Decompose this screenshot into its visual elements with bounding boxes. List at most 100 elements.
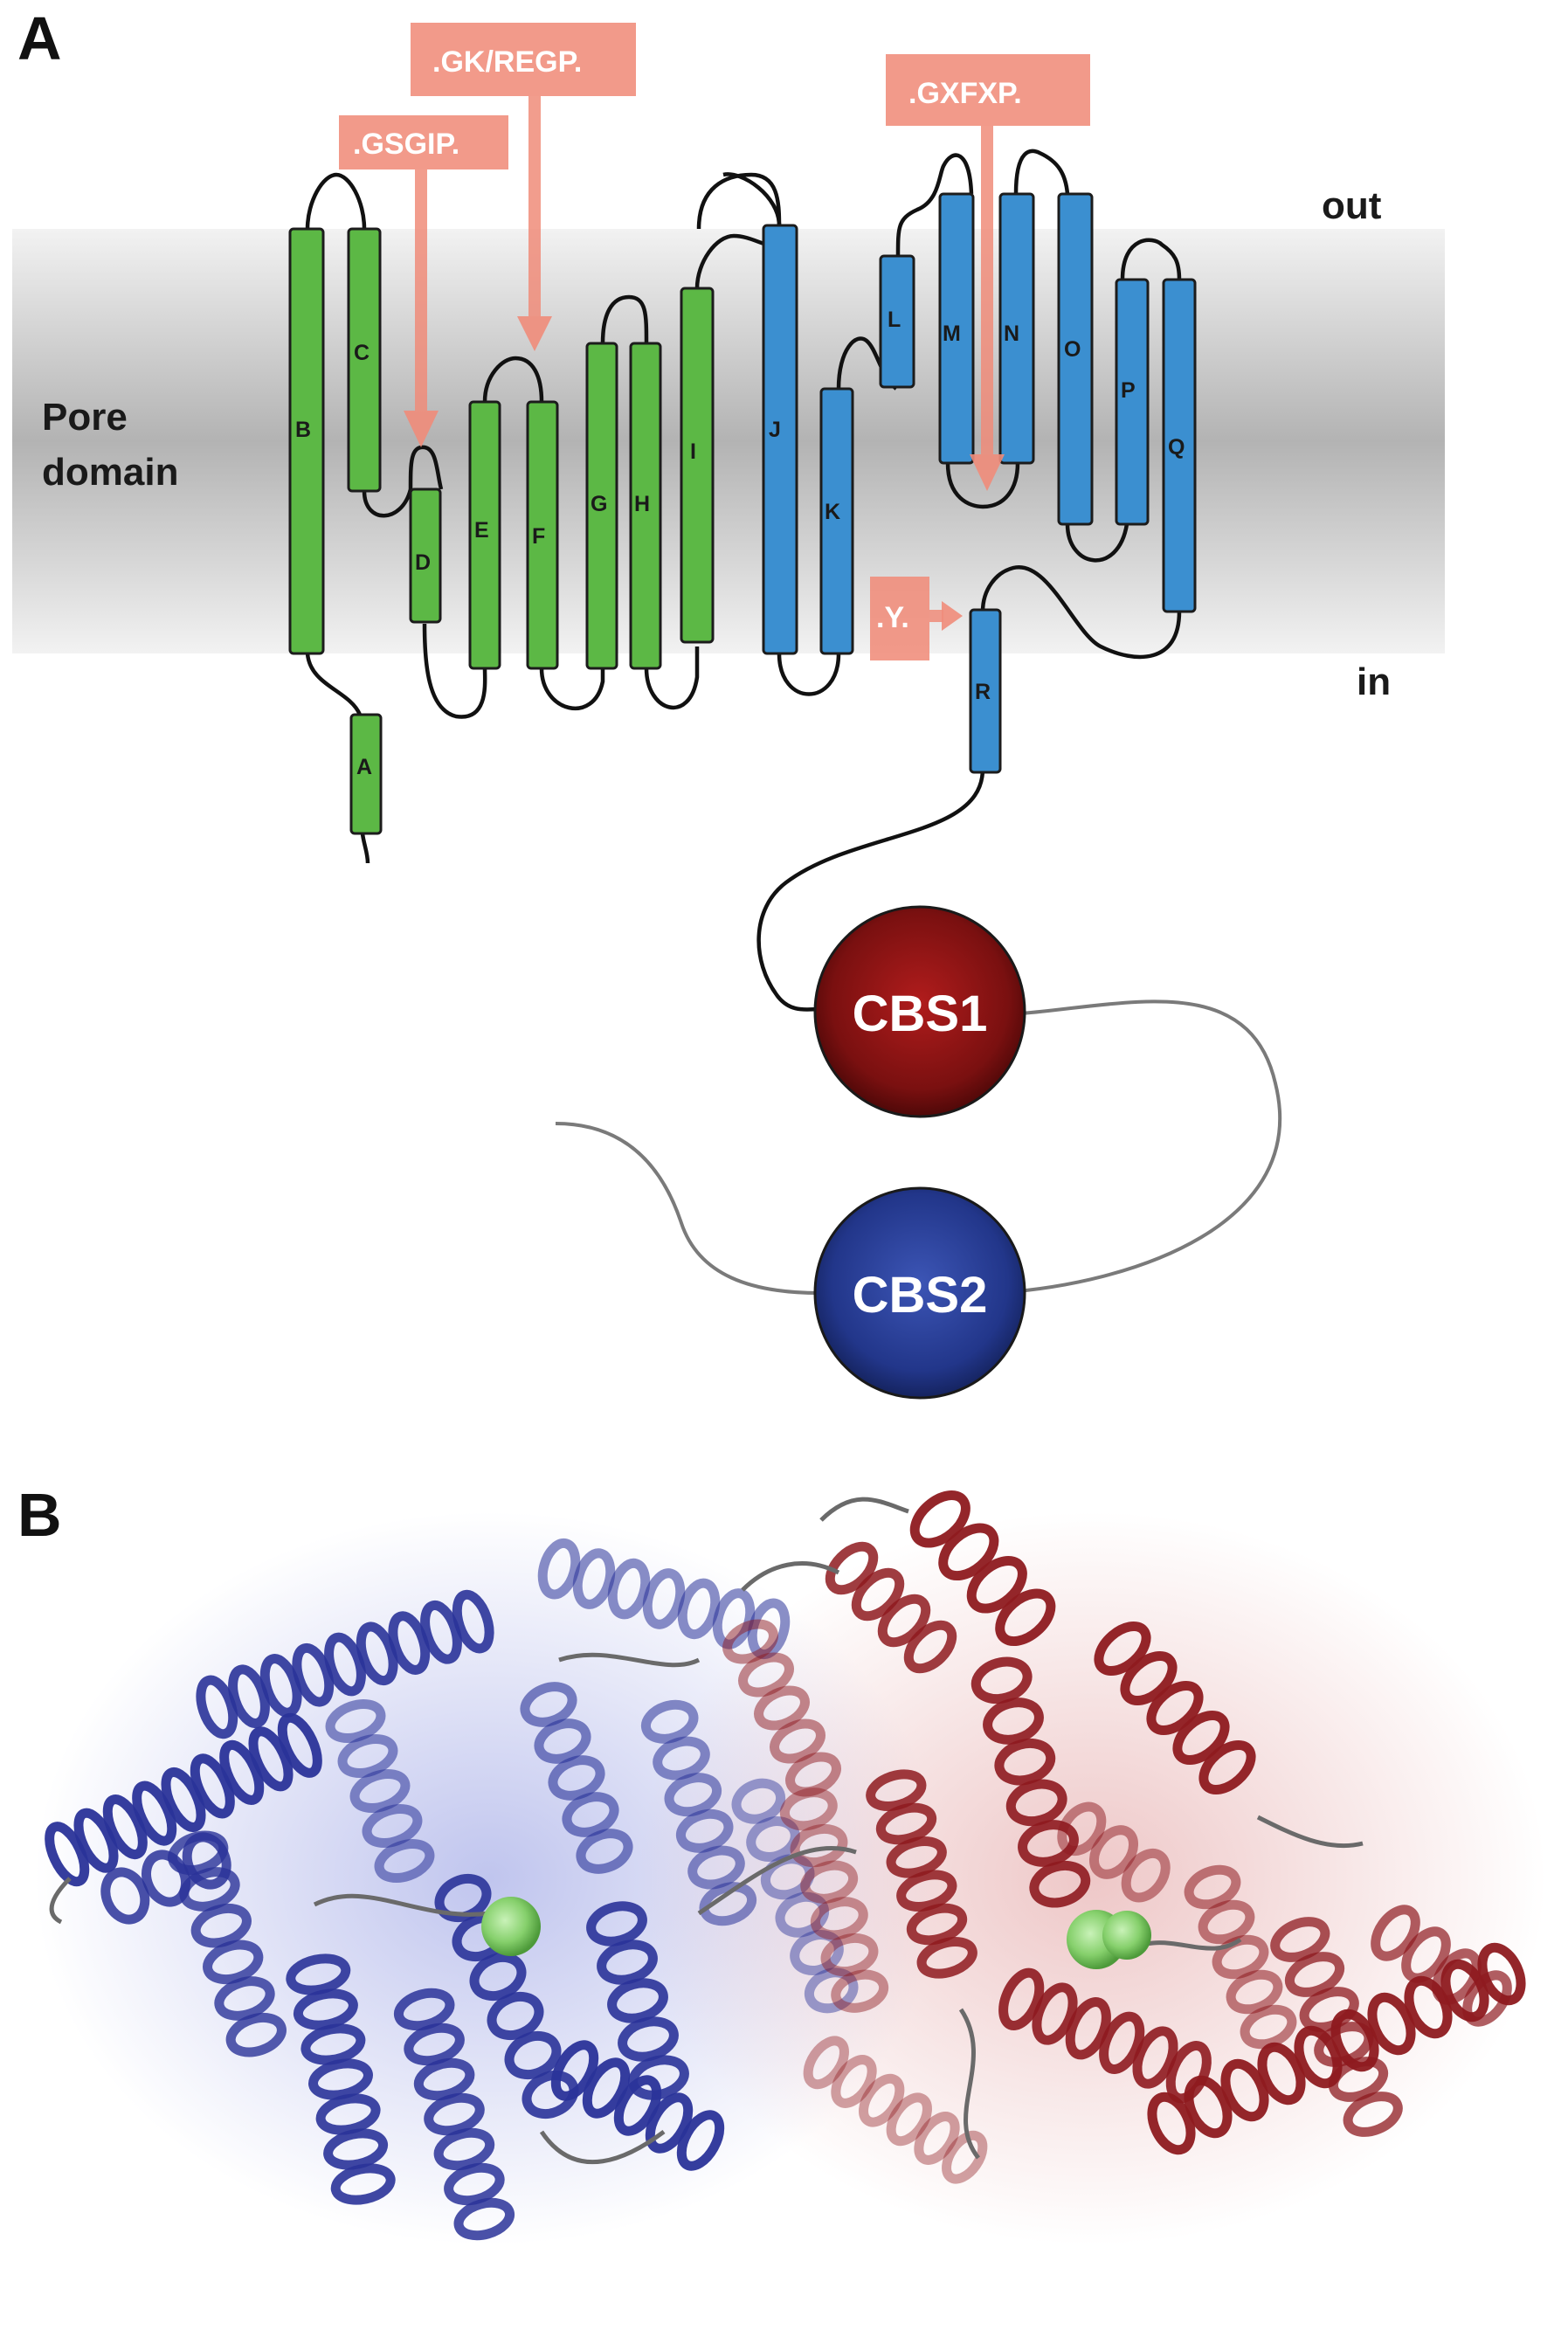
helix-turn [424,2092,485,2136]
helix-turn [754,1685,810,1731]
motif-gsgip: .GSGIP. [339,115,508,447]
svg-text:L: L [888,308,901,332]
helix-turn [866,1769,927,1811]
helix-turn [1184,1864,1241,1910]
helix-turn [374,1838,435,1884]
helix-turn [642,1568,686,1629]
helix-turn [785,1752,841,1797]
helix-turn [550,2040,599,2101]
helix-turn [909,1490,971,1548]
helix-turn [994,1738,1056,1786]
helix-turn [677,1578,721,1640]
loop-segment [1256,1815,1364,1849]
helix-M: M [938,192,975,465]
helix-turn [966,1556,1027,1614]
helix-turn [1462,1970,1512,2027]
helix-turn [362,1803,423,1849]
helix-turn [1284,1952,1345,1997]
loop-segment [819,1497,909,1522]
loop-segment [558,1652,701,1668]
helix-turn [190,1903,252,1948]
helix-turn [775,1891,830,1938]
helix-turn [203,1940,264,1985]
helix-turn [1401,1926,1451,1983]
loop-segment [49,1877,72,1925]
loop-segment [539,2129,666,2165]
helix-turn [597,1940,658,1985]
helix-turn [1121,1848,1171,1903]
helix-turn [1032,1982,1078,2045]
helix-turn [1184,2075,1233,2139]
helix-C: C [347,227,382,493]
helix-turn [676,2110,725,2171]
protein-structure [35,1490,1546,2245]
helix-N: N [998,192,1035,465]
helix-turn [875,1802,937,1845]
helix-turn [349,1768,411,1814]
helix-turn [906,1903,968,1946]
helix-turn [1005,1779,1067,1827]
helix-turn [1220,2058,1269,2122]
helix-turn [452,1589,494,1654]
helix-turn [1367,1992,1416,2056]
helix-turn [628,2055,689,2100]
subunit-red-helices [722,1490,1526,2184]
helix-turn [469,1952,527,2002]
helix-turn [903,1620,957,1674]
helix-turn [687,1845,745,1890]
helix-turn [1198,1739,1256,1795]
helix-turn [1198,1899,1255,1945]
helix-turn [404,2023,465,2066]
helix-turn [1226,1969,1283,2015]
helix-turn [1314,2022,1374,2067]
helix-turn [522,2070,579,2119]
svg-text:M: M [943,322,961,346]
helix-turn [520,1682,577,1727]
svg-text:.Y.: .Y. [876,601,909,634]
helix-turn [73,1808,119,1873]
helix-turn [1029,1860,1091,1908]
panel-a: A Pore domain out in [12,4,1445,1400]
helix-turn [1120,1650,1178,1706]
svg-text:J: J [769,418,781,442]
helix-turn [803,2036,849,2090]
svg-text:R: R [975,680,991,704]
helix-turn [433,2127,495,2171]
helix-turn [998,1967,1045,2030]
helix-turn [259,1654,302,1718]
helix-P: P [1115,278,1150,526]
helix-turn [831,2055,877,2108]
helix-B: B [288,227,325,655]
helix-turn [453,2197,515,2241]
out-label: out [1322,184,1382,227]
helix-turn [576,1829,633,1874]
helix-turn [877,1594,931,1648]
helix-turn [323,2128,389,2170]
helices-green: A B C D E F G H I [288,227,715,835]
helix-turn [388,1611,431,1675]
loop-segment [741,1561,840,1592]
helix-turn [983,1698,1044,1745]
helix-turn [330,2163,396,2205]
helices-blue: J K L M N O P Q R [762,192,1197,774]
svg-text:.GXFXP.: .GXFXP. [908,77,1022,110]
subunit-blue-helices [45,1538,859,2241]
helix-turn [746,1816,800,1862]
helix-E: E [468,400,501,670]
svg-text:D: D [415,550,431,575]
cbs2-domain: CBS2 [813,1186,1026,1400]
helix-turn [182,1832,231,1890]
helix-turn [1094,1621,1151,1677]
motif-gxfxp: .GXFXP. [886,54,1090,491]
helix-turn [825,1541,879,1595]
svg-text:.GSGIP.: .GSGIP. [353,128,459,161]
helix-turn [548,1755,605,1801]
helix-turn [1132,2026,1178,2089]
helix-turn [100,1867,150,1925]
helix-turn [859,2073,905,2127]
helix-turn [300,2023,366,2065]
helix-G: G [585,342,618,670]
helix-Q: Q [1162,278,1197,613]
helix-turn [886,1836,947,1878]
helix-turn [804,1967,859,2014]
